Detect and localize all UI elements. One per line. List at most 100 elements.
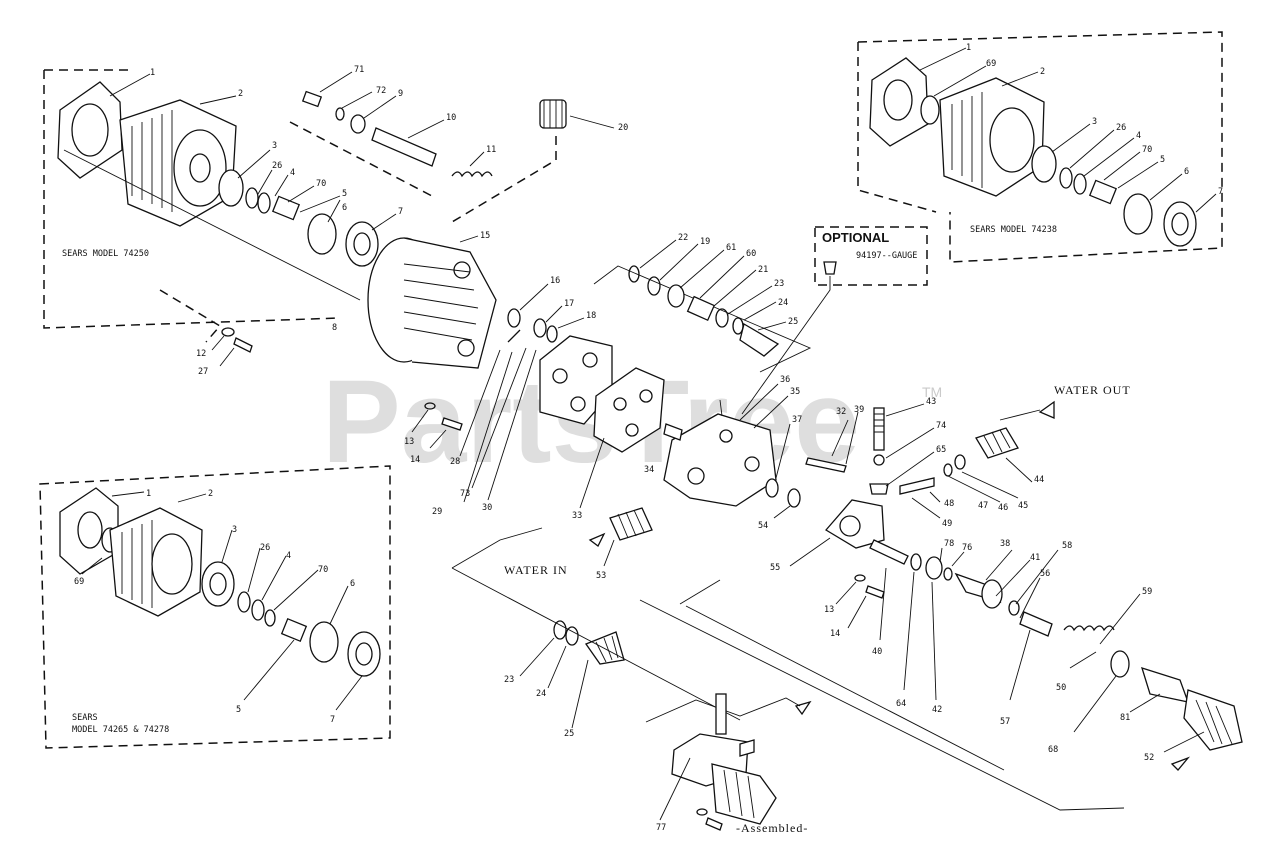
part-label-69b: 69 [74,577,84,587]
part-label-16: 16 [550,276,560,286]
optional-title: OPTIONAL [822,230,889,245]
bypass-body: 55 13 14 40 [770,499,909,657]
part-label-14a: 14 [410,455,420,465]
part-label-9: 9 [398,89,403,99]
part-label-14b: 14 [830,629,840,639]
part-label-39: 39 [854,405,864,415]
gasket-1 [57,81,123,179]
part-label-19: 19 [700,237,710,247]
part-label-27: 27 [198,367,208,377]
assembled-view: 77 -Assembled- [451,527,1125,835]
part-label-65: 65 [936,445,946,455]
part-label-81: 81 [1120,713,1130,723]
part-label-7r: 7 [1218,187,1223,197]
part-label-28: 28 [450,457,460,467]
part-label-48: 48 [944,499,954,509]
part-label-53: 36 [780,375,790,385]
part-label-68: 68 [1048,745,1058,755]
part-label-18: 18 [586,311,596,321]
part-label-25b: 25 [564,729,574,739]
part-label-40: 40 [872,647,882,657]
part-label-20: 20 [618,123,628,133]
part-label-23b: 23 [504,675,514,685]
part-label-33: 33 [572,511,582,521]
piston-5 [271,195,301,221]
part-label-2: 2 [238,89,243,99]
part-label-56: 56 [1040,569,1050,579]
model-box-top-right: 1 69 2 3 26 4 70 5 6 7 SEARS MODEL 74238 [857,31,1223,263]
part-label-5: 5 [342,189,347,199]
part-label-64: 64 [896,699,906,709]
part-label-3r: 3 [1092,117,1097,127]
optional-gauge-box: OPTIONAL 94197--GAUGE [741,226,928,415]
part-label-34: 34 [644,465,654,475]
part-label-2r: 2 [1040,67,1045,77]
part-label-78: 78 [944,539,954,549]
part-label-26: 26 [272,161,282,171]
part-label-6r: 6 [1184,167,1189,177]
part-label-71: 71 [354,65,364,75]
part-label-2b: 2 [208,489,213,499]
nozzle-lower: 23 24 25 [504,620,625,739]
callout-water-in: WATER IN [504,563,568,577]
seal-plate-group: 16 17 18 [507,276,665,453]
part-label-41: 41 [1030,553,1040,563]
manifold-body: 36 35 34 53 WATER IN 37 54 [504,375,802,581]
water-out-group: WATER OUT 44 45 46 47 48 49 [899,383,1131,529]
part-label-8: 8 [332,323,337,333]
part-label-24a: 24 [778,298,788,308]
part-label-1r: 1 [966,43,971,53]
model-box-top-left: 1 2 3 26 4 70 5 6 7 SEARS MODEL 74250 [43,68,433,329]
part-label-26r: 26 [1116,123,1126,133]
part-label-24b: 24 [536,689,546,699]
part-label-74: 74 [936,421,946,431]
part-label-29: 29 [432,507,442,517]
valve-check-group: 22 19 61 60 21 23 24 25 [593,233,812,373]
watermark-trademark: TM [922,384,942,400]
part-label-5b: 5 [236,705,241,715]
screw-12-27: 12 27 [196,327,253,377]
part-label-69r: 69 [986,59,996,69]
part-label-21: 21 [758,265,768,275]
part-label-7: 7 [398,207,403,217]
main-housing-15: 15 8 [159,231,497,369]
part-label-61: 61 [726,243,736,253]
part-label-58: 58 [1062,541,1072,551]
part-label-47: 47 [978,501,988,511]
part-label-4b: 4 [286,551,291,561]
model-label-74265: MODEL 74265 & 74278 [72,725,169,735]
part-label-1: 1 [150,68,155,78]
part-label-17: 17 [564,299,574,309]
part-label-70b: 70 [318,565,328,575]
part-label-72: 72 [376,86,386,96]
part-label-3: 3 [272,141,277,151]
part-label-49: 49 [942,519,952,529]
part-label-46: 46 [998,503,1008,513]
part-label-36: 53 [596,571,606,581]
gasket-34 [593,367,665,453]
part-label-5r: 5 [1160,155,1165,165]
part-label-4r: 4 [1136,131,1141,141]
part-label-13b: 13 [824,605,834,615]
part-label-42: 42 [932,705,942,715]
callout-water-out: WATER OUT [1054,383,1131,397]
bearing-7 [345,221,379,267]
part-label-63: 35 [790,387,800,397]
fastener-group-left: 13 14 28 29 73 30 33 [404,329,605,521]
gauge-label: 94197--GAUGE [856,251,917,261]
unloader-rod-assembly: 71 72 9 10 11 [301,65,496,178]
model-label-74250: SEARS MODEL 74250 [62,249,149,259]
part-label-12a: 12 [196,349,206,359]
part-label-70r: 70 [1142,145,1152,155]
part-label-26b: 26 [260,543,270,553]
part-label-52: 52 [1144,753,1154,763]
part-label-22: 22 [678,233,688,243]
part-label-6b: 6 [350,579,355,589]
part-label-73: 73 [460,489,470,499]
part-label-70: 70 [316,179,326,189]
callout-assembled: -Assembled- [736,821,808,835]
part-label-30: 30 [482,503,492,513]
model-label-sears: SEARS [72,713,98,723]
part-label-15: 15 [480,231,490,241]
part-label-23a: 23 [774,279,784,289]
